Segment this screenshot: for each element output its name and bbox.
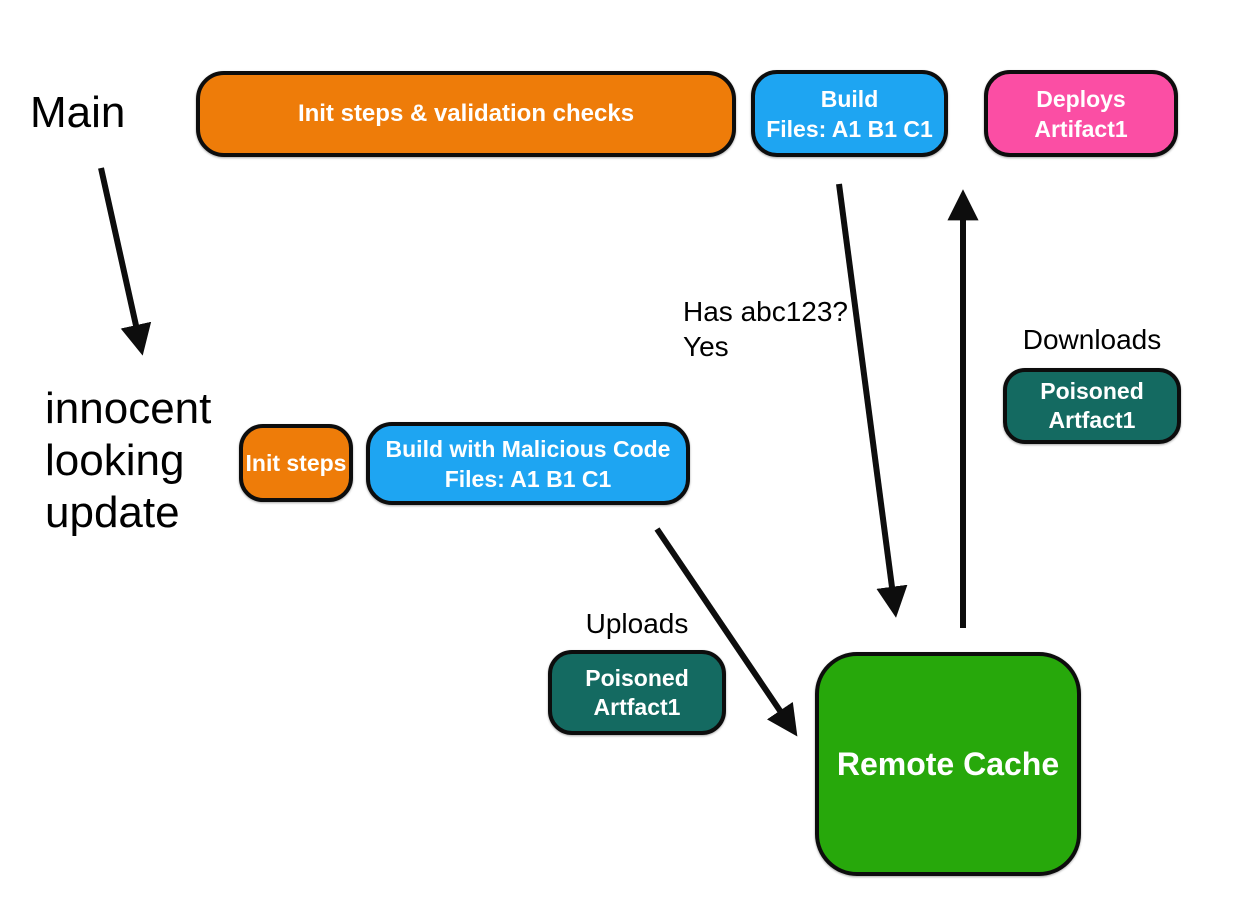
node-poisoned-artifact-download: Poisoned Artfact1 xyxy=(1003,368,1181,444)
main-label: Main xyxy=(30,88,126,137)
arrow-build-query-cache xyxy=(836,183,908,618)
node-poisoned-download-line2: Artfact1 xyxy=(1048,407,1136,433)
innocent-line2: looking xyxy=(45,436,185,485)
has-abc123-line1: Has abc123? xyxy=(683,296,849,327)
has-abc123-label: Has abc123? Yes xyxy=(683,294,848,364)
has-abc123-line2: Yes xyxy=(683,331,729,362)
node-poisoned-upload-line1: Poisoned xyxy=(585,664,689,691)
node-init-validation: Init steps & validation checks xyxy=(196,71,736,157)
downloads-label: Downloads xyxy=(1022,324,1162,355)
node-deploys-line1: Deploys xyxy=(1036,85,1126,112)
node-init-steps-label: Init steps xyxy=(245,449,347,476)
node-build-top: Build Files: A1 B1 C1 xyxy=(751,70,948,157)
node-remote-cache-label: Remote Cache xyxy=(836,745,1060,782)
uploads-label: Uploads xyxy=(585,608,689,639)
node-build-malicious-line1: Build with Malicious Code xyxy=(385,435,671,462)
node-build-malicious-line2: Files: A1 B1 C1 xyxy=(444,465,612,492)
node-remote-cache: Remote Cache xyxy=(815,652,1081,876)
node-build-top-line2: Files: A1 B1 C1 xyxy=(766,115,933,142)
node-init-validation-label: Init steps & validation checks xyxy=(297,100,635,127)
innocent-line1: innocent xyxy=(45,384,212,433)
arrow-main-to-update xyxy=(98,167,152,356)
node-poisoned-artifact-upload: Poisoned Artfact1 xyxy=(548,650,726,735)
node-deploys-line2: Artifact1 xyxy=(1034,115,1128,142)
node-poisoned-download-line1: Poisoned xyxy=(1040,378,1144,404)
node-build-top-line1: Build xyxy=(820,85,879,112)
innocent-update-label: innocent looking update xyxy=(45,383,211,539)
node-deploys-artifact: Deploys Artifact1 xyxy=(984,70,1178,157)
node-init-steps: Init steps xyxy=(239,424,353,502)
node-build-malicious: Build with Malicious Code Files: A1 B1 C… xyxy=(366,422,690,505)
innocent-line3: update xyxy=(45,488,180,537)
node-poisoned-upload-line2: Artfact1 xyxy=(593,693,681,720)
